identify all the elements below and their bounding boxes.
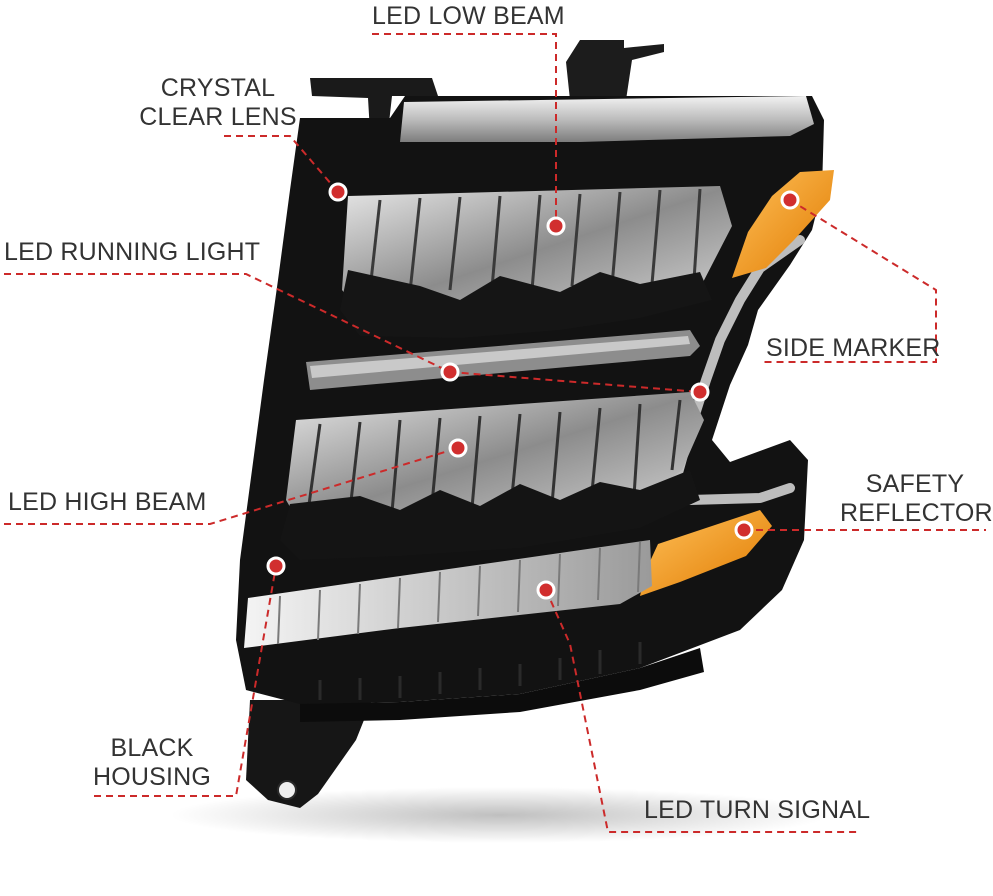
mount-bracket-bottom [246,700,372,808]
label-led-high-beam: LED HIGH BEAM [8,488,207,516]
label-black-housing: BLACK HOUSING [92,734,212,791]
dot-high-beam [448,438,468,458]
callout-lines [4,33,986,833]
light-guide [671,235,805,505]
label-led-low-beam: LED LOW BEAM [372,2,565,30]
dot-side-marker [780,190,800,210]
leader-high-beam [4,447,459,525]
label-led-running-light: LED RUNNING LIGHT [4,238,261,266]
low-beam-reflectors [368,188,702,293]
mount-hole [277,780,297,800]
dot-turn-signal [536,580,556,600]
housing-fins [318,642,642,700]
dot-low-beam [546,216,566,236]
leader-running-light [4,273,701,393]
dot-crystal-lens [328,182,348,202]
leader-crystal-lens [224,135,339,193]
callout-dots [266,182,800,600]
leader-side-marker [760,199,937,363]
label-crystal-clear-lens: CRYSTAL CLEAR LENS [139,74,297,131]
turn-signal-leds [277,541,641,645]
side-marker-lens [732,170,834,278]
dot-black-housing [266,556,286,576]
low-beam-bezel [340,270,712,338]
high-beam-bezel [280,470,700,560]
label-side-marker: SIDE MARKER [766,334,941,362]
chrome-trim [400,96,814,142]
dot-light-guide [690,382,710,402]
label-led-turn-signal: LED TURN SIGNAL [644,796,871,824]
leader-low-beam [372,33,557,226]
mount-tab-top [566,40,664,100]
dot-running-light [440,362,460,382]
turn-signal-strip [244,540,652,648]
label-safety-reflector: SAFETY REFLECTOR [840,470,993,527]
housing-lower-edge [300,648,704,722]
ground-shadow [170,787,830,843]
mount-tab-left [310,78,438,132]
leader-turn-signal [545,589,860,833]
dot-safety-reflector [734,520,754,540]
